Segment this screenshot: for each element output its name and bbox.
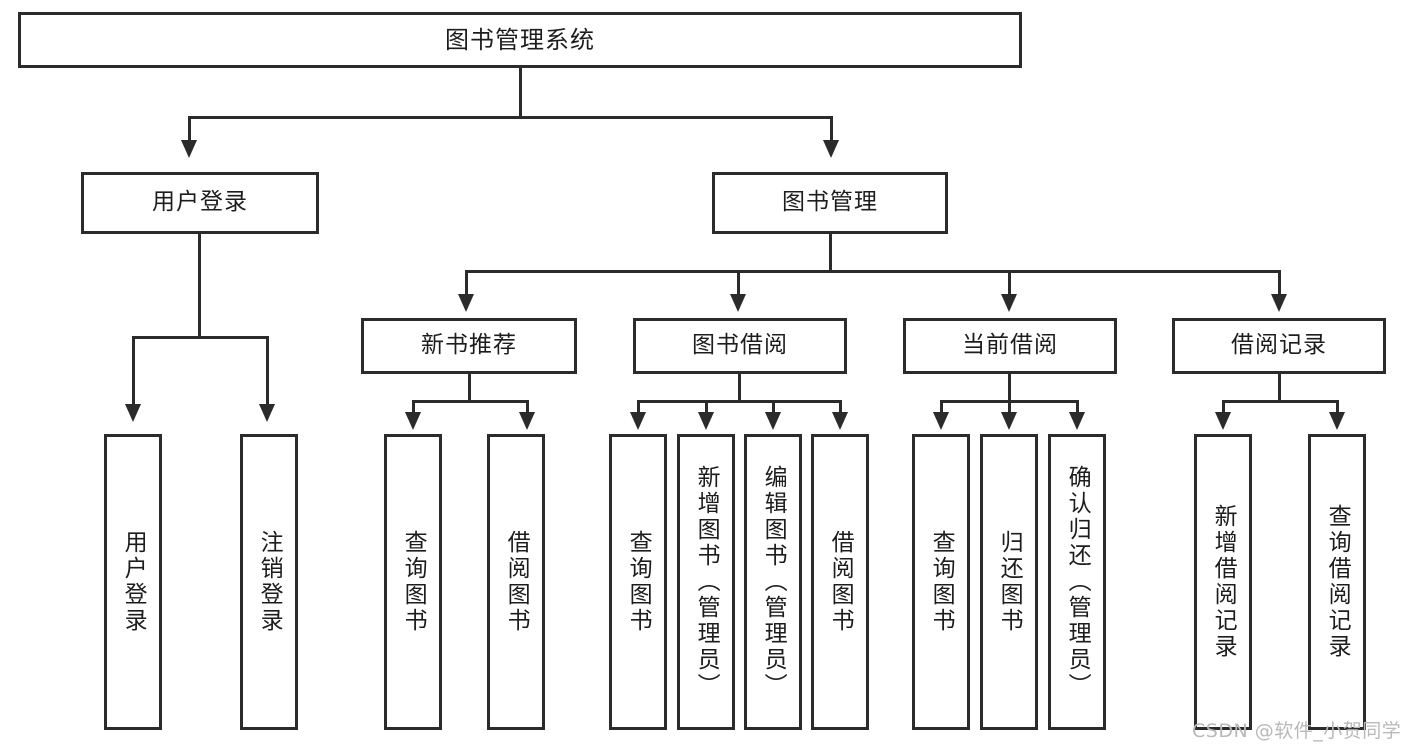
- node-label: 图书管理: [782, 189, 878, 216]
- node-label: 查询借阅记录: [1324, 504, 1351, 660]
- connector-new-book-stem: [468, 374, 471, 402]
- connector-book-manage-stem: [829, 234, 832, 272]
- connector-user-login-drop-2: [266, 336, 269, 408]
- node-label: 确认归还（管理员）: [1064, 465, 1091, 699]
- node-label: 当前借阅: [962, 332, 1058, 359]
- node-label: 图书借阅: [692, 332, 788, 359]
- leaf-borrow-book-recommend[interactable]: 借阅图书: [487, 434, 545, 730]
- leaf-confirm-return-admin[interactable]: 确认归还（管理员）: [1048, 434, 1106, 730]
- node-label: 借阅图书: [827, 530, 854, 634]
- connector-user-login-stem: [198, 234, 201, 338]
- leaf-return-book[interactable]: 归还图书: [980, 434, 1038, 730]
- connector-current-borrow-drop-3: [1076, 400, 1079, 416]
- node-borrow-record[interactable]: 借阅记录: [1172, 318, 1386, 374]
- connector-current-borrow-stem: [1008, 374, 1011, 402]
- connector-borrow-record-stem: [1278, 374, 1281, 402]
- node-label: 编辑图书（管理员）: [760, 465, 787, 699]
- connector-current-borrow-drop-1: [940, 400, 943, 416]
- node-label: 图书管理系统: [445, 25, 595, 54]
- node-label: 归还图书: [996, 530, 1023, 634]
- arrowhead-leaf-borrow-book-b: [832, 412, 848, 430]
- arrowhead-new-book-recommend: [458, 294, 474, 312]
- connector-borrow-record-drop-1: [1222, 400, 1225, 416]
- node-label: 新书推荐: [421, 332, 517, 359]
- node-book-manage[interactable]: 图书管理: [712, 172, 948, 234]
- node-new-book-recommend[interactable]: 新书推荐: [361, 318, 577, 374]
- node-label: 用户登录: [152, 189, 248, 216]
- arrowhead-leaf-user-login: [125, 404, 141, 422]
- arrowhead-leaf-query-book-c: [933, 412, 949, 430]
- node-label: 借阅记录: [1231, 332, 1327, 359]
- connector-root-bus: [188, 116, 833, 119]
- connector-book-manage-bus: [465, 270, 1281, 273]
- arrowhead-leaf-borrow-book-a: [519, 412, 535, 430]
- leaf-user-login[interactable]: 用户登录: [104, 434, 162, 730]
- node-label: 新增图书（管理员）: [693, 465, 720, 699]
- connector-book-borrow-drop-4: [839, 400, 842, 416]
- leaf-edit-book-admin[interactable]: 编辑图书（管理员）: [744, 434, 802, 730]
- node-label: 查询图书: [400, 530, 427, 634]
- connector-book-manage-drop-4: [1278, 270, 1281, 298]
- arrowhead-leaf-return-book: [1001, 412, 1017, 430]
- arrowhead-book-borrow: [730, 294, 746, 312]
- leaf-logout[interactable]: 注销登录: [240, 434, 298, 730]
- arrowhead-leaf-confirm-return: [1069, 412, 1085, 430]
- connector-borrow-record-drop-2: [1336, 400, 1339, 416]
- node-label: 新增借阅记录: [1210, 504, 1237, 660]
- leaf-query-book-current[interactable]: 查询图书: [912, 434, 970, 730]
- connector-new-book-drop-1: [412, 400, 415, 416]
- arrowhead-borrow-record: [1271, 294, 1287, 312]
- leaf-query-borrow-record[interactable]: 查询借阅记录: [1308, 434, 1366, 730]
- node-label: 查询图书: [928, 530, 955, 634]
- connector-root-to-book-manage: [830, 116, 833, 144]
- node-book-borrow[interactable]: 图书借阅: [633, 318, 847, 374]
- connector-user-login-drop-1: [132, 336, 135, 408]
- arrowhead-leaf-add-record: [1215, 412, 1231, 430]
- connector-book-manage-drop-1: [465, 270, 468, 298]
- connector-book-borrow-bus: [637, 400, 842, 403]
- node-user-login[interactable]: 用户登录: [81, 172, 319, 234]
- arrowhead-user-login: [181, 140, 197, 158]
- connector-book-borrow-drop-2: [705, 400, 708, 416]
- arrowhead-leaf-query-book-b: [630, 412, 646, 430]
- node-label: 借阅图书: [503, 530, 530, 634]
- connector-root-to-user-login: [188, 116, 191, 144]
- leaf-query-book-recommend[interactable]: 查询图书: [384, 434, 442, 730]
- arrowhead-current-borrow: [1001, 294, 1017, 312]
- node-label: 用户登录: [120, 530, 147, 634]
- connector-book-borrow-stem: [738, 374, 741, 402]
- connector-root-stem: [519, 68, 522, 118]
- node-root-system[interactable]: 图书管理系统: [18, 12, 1022, 68]
- arrowhead-leaf-add-book: [698, 412, 714, 430]
- connector-book-manage-drop-2: [737, 270, 740, 298]
- connector-borrow-record-bus: [1222, 400, 1339, 403]
- arrowhead-leaf-query-book-a: [405, 412, 421, 430]
- connector-book-borrow-drop-1: [637, 400, 640, 416]
- leaf-add-book-admin[interactable]: 新增图书（管理员）: [677, 434, 735, 730]
- connector-book-manage-drop-3: [1008, 270, 1011, 298]
- node-current-borrow[interactable]: 当前借阅: [903, 318, 1117, 374]
- leaf-add-borrow-record[interactable]: 新增借阅记录: [1194, 434, 1252, 730]
- leaf-query-book-borrow[interactable]: 查询图书: [609, 434, 667, 730]
- arrowhead-leaf-query-record: [1329, 412, 1345, 430]
- connector-book-borrow-drop-3: [772, 400, 775, 416]
- node-label: 注销登录: [256, 530, 283, 634]
- connector-user-login-bus: [132, 336, 269, 339]
- leaf-borrow-book[interactable]: 借阅图书: [811, 434, 869, 730]
- connector-new-book-drop-2: [526, 400, 529, 416]
- connector-new-book-bus: [412, 400, 529, 403]
- arrowhead-book-manage: [823, 140, 839, 158]
- node-label: 查询图书: [625, 530, 652, 634]
- arrowhead-leaf-edit-book: [765, 412, 781, 430]
- arrowhead-leaf-logout: [259, 404, 275, 422]
- connector-current-borrow-drop-2: [1008, 400, 1011, 416]
